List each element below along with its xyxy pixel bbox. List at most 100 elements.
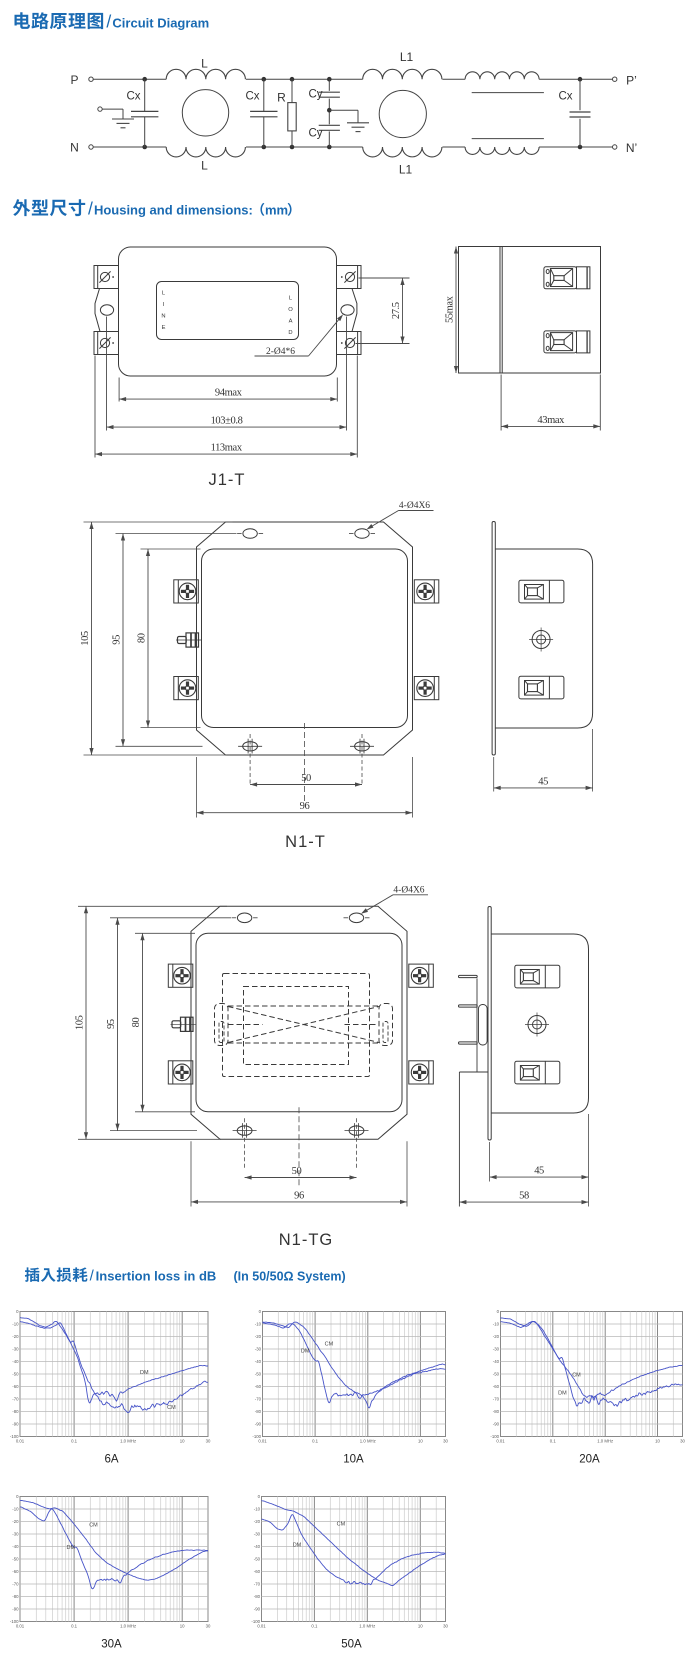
svg-text:10: 10	[180, 1439, 185, 1444]
svg-text:-80: -80	[254, 1594, 261, 1599]
svg-text:N: N	[161, 314, 165, 320]
svg-text:-40: -40	[255, 1359, 262, 1364]
svg-text:0: 0	[16, 1494, 19, 1499]
svg-text:-60: -60	[254, 1569, 261, 1574]
svg-text:10: 10	[655, 1439, 660, 1444]
svg-text:-50: -50	[493, 1372, 500, 1377]
svg-text:96: 96	[300, 801, 310, 812]
svg-text:Circuit Diagram: Circuit Diagram	[112, 16, 209, 31]
svg-text:-50: -50	[12, 1372, 19, 1377]
svg-text:113max: 113max	[211, 443, 243, 454]
svg-text:-70: -70	[493, 1397, 500, 1402]
svg-text:N’: N’	[626, 141, 637, 155]
svg-text:-80: -80	[255, 1409, 262, 1414]
svg-text:-40: -40	[254, 1544, 261, 1549]
svg-text:0: 0	[258, 1494, 261, 1499]
svg-text:Cx: Cx	[126, 91, 140, 103]
svg-text:-80: -80	[12, 1594, 19, 1599]
svg-text:I: I	[163, 302, 165, 308]
svg-text:-30: -30	[254, 1532, 261, 1537]
svg-text:DM: DM	[558, 1391, 567, 1397]
svg-text:-60: -60	[493, 1384, 500, 1389]
svg-text:30: 30	[680, 1439, 685, 1444]
svg-text:30: 30	[206, 1439, 211, 1444]
svg-text:-70: -70	[254, 1582, 261, 1587]
svg-text:L: L	[289, 296, 293, 302]
svg-text:-10: -10	[255, 1322, 262, 1327]
svg-text:P’: P’	[626, 74, 637, 88]
svg-text:45: 45	[538, 776, 548, 787]
svg-text:50: 50	[301, 773, 311, 784]
svg-text:L1: L1	[400, 50, 414, 64]
svg-text:-70: -70	[255, 1397, 262, 1402]
svg-text:103±0.8: 103±0.8	[211, 416, 243, 427]
svg-text:58: 58	[519, 1191, 529, 1202]
svg-text:-50: -50	[12, 1557, 19, 1562]
svg-text:Cx: Cx	[558, 91, 572, 103]
svg-text:20A: 20A	[579, 1454, 600, 1466]
svg-text:-30: -30	[12, 1347, 19, 1352]
svg-text:1.0 MHz: 1.0 MHz	[359, 1624, 375, 1629]
svg-text:CM: CM	[572, 1373, 581, 1379]
svg-text:-50: -50	[254, 1557, 261, 1562]
svg-text:0.1: 0.1	[311, 1624, 318, 1629]
svg-text:-20: -20	[493, 1334, 500, 1339]
svg-text:0.1: 0.1	[550, 1439, 557, 1444]
svg-text:E: E	[162, 325, 166, 331]
svg-text:43max: 43max	[537, 415, 565, 426]
svg-text:0.1: 0.1	[312, 1439, 319, 1444]
svg-text:105: 105	[75, 1015, 86, 1030]
svg-text:0: 0	[16, 1309, 19, 1314]
svg-text:-70: -70	[12, 1397, 19, 1402]
svg-text:-100: -100	[10, 1619, 19, 1624]
svg-text:-30: -30	[493, 1347, 500, 1352]
svg-text:P: P	[70, 73, 78, 87]
svg-text:/: /	[106, 12, 111, 32]
svg-text:CM: CM	[325, 1341, 334, 1347]
svg-text:-10: -10	[254, 1507, 261, 1512]
svg-text:95: 95	[112, 635, 123, 645]
svg-text:-40: -40	[12, 1544, 19, 1549]
svg-text:1.0 MHz: 1.0 MHz	[597, 1439, 613, 1444]
svg-text:10: 10	[418, 1624, 423, 1629]
svg-text:55max: 55max	[445, 295, 456, 323]
svg-text:L: L	[201, 57, 208, 71]
svg-text:6A: 6A	[104, 1454, 118, 1466]
svg-text:O: O	[288, 307, 293, 313]
svg-text:1.0 MHz: 1.0 MHz	[120, 1624, 136, 1629]
svg-text:-100: -100	[490, 1434, 499, 1439]
svg-text:R: R	[277, 91, 286, 105]
svg-text:-90: -90	[12, 1607, 19, 1612]
svg-text:0.1: 0.1	[71, 1439, 78, 1444]
svg-text:Cy: Cy	[308, 89, 322, 101]
svg-text:0: 0	[497, 1309, 500, 1314]
svg-text:-20: -20	[12, 1519, 19, 1524]
svg-text:80: 80	[131, 1018, 142, 1028]
svg-text:30: 30	[443, 1439, 448, 1444]
svg-text:1.0 MHz: 1.0 MHz	[120, 1439, 136, 1444]
svg-text:N: N	[70, 141, 79, 155]
svg-text:-70: -70	[12, 1582, 19, 1587]
svg-text:-50: -50	[255, 1372, 262, 1377]
svg-text:105: 105	[80, 631, 91, 646]
svg-text:mm: mm	[265, 203, 288, 218]
svg-text:D: D	[288, 330, 292, 336]
svg-text:0.01: 0.01	[16, 1624, 25, 1629]
svg-text:Cy: Cy	[308, 128, 322, 140]
svg-text:L1: L1	[399, 163, 413, 177]
svg-text:Insertion loss in dB: Insertion loss in dB	[96, 1269, 217, 1284]
svg-text:DM: DM	[293, 1543, 302, 1549]
svg-text:-20: -20	[12, 1334, 19, 1339]
svg-text:A: A	[289, 319, 293, 325]
svg-text:DM: DM	[301, 1349, 310, 1355]
svg-text:L: L	[162, 291, 166, 297]
svg-text:/: /	[88, 199, 93, 219]
svg-text:Housing and dimensions:: Housing and dimensions:	[94, 203, 253, 218]
svg-text:-40: -40	[12, 1359, 19, 1364]
svg-text:30: 30	[206, 1624, 211, 1629]
svg-text:-10: -10	[493, 1322, 500, 1327]
svg-text:-90: -90	[255, 1422, 262, 1427]
svg-text:DM: DM	[67, 1545, 76, 1551]
svg-text:-10: -10	[12, 1507, 19, 1512]
svg-text:30: 30	[443, 1624, 448, 1629]
